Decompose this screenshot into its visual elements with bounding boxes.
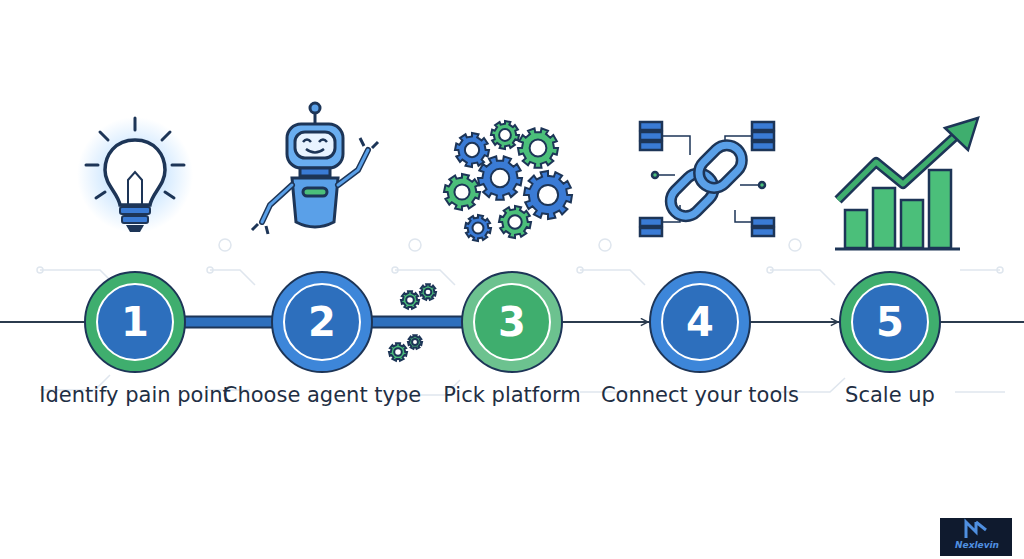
- step-circle: 1Identify pain point: [83, 270, 187, 374]
- step-circle: 4Connect your tools: [648, 270, 752, 374]
- growth-chart-icon: [835, 118, 978, 249]
- step-circle: 3Pick platform: [460, 270, 564, 374]
- gear: [408, 335, 422, 349]
- step-number: 3: [460, 270, 564, 374]
- gears-icon: [444, 121, 572, 241]
- circuit-traces: [37, 239, 1005, 395]
- step-label: Scale up: [790, 382, 990, 408]
- gear: [455, 133, 489, 167]
- logo-text: Nexlevin: [946, 540, 1008, 550]
- gear: [499, 206, 531, 238]
- step-circle: 2Choose agent type: [270, 270, 374, 374]
- gear: [478, 156, 522, 199]
- gear: [444, 174, 480, 210]
- connector: [562, 322, 648, 323]
- logo: [940, 518, 1012, 556]
- gear: [518, 128, 558, 167]
- step-label: Pick platform: [412, 382, 612, 408]
- step-label: Identify pain point: [35, 382, 235, 408]
- step-label: Choose agent type: [222, 382, 422, 408]
- connector: [185, 322, 272, 323]
- step-number: 4: [648, 270, 752, 374]
- gear: [491, 121, 519, 149]
- step-label: Connect your tools: [600, 382, 800, 408]
- gear: [420, 284, 436, 300]
- step-number: 5: [838, 270, 942, 374]
- step-circle: 5Scale up: [838, 270, 942, 374]
- lightbulb-icon: [77, 117, 193, 233]
- connector: [372, 322, 462, 323]
- step-number: 2: [270, 270, 374, 374]
- gear: [401, 291, 419, 309]
- integration-icon: [640, 122, 774, 236]
- gear: [465, 215, 491, 241]
- step-number: 1: [83, 270, 187, 374]
- gear: [389, 343, 407, 361]
- gear: [524, 171, 572, 219]
- robot-icon: [252, 103, 378, 234]
- connector: [750, 322, 838, 323]
